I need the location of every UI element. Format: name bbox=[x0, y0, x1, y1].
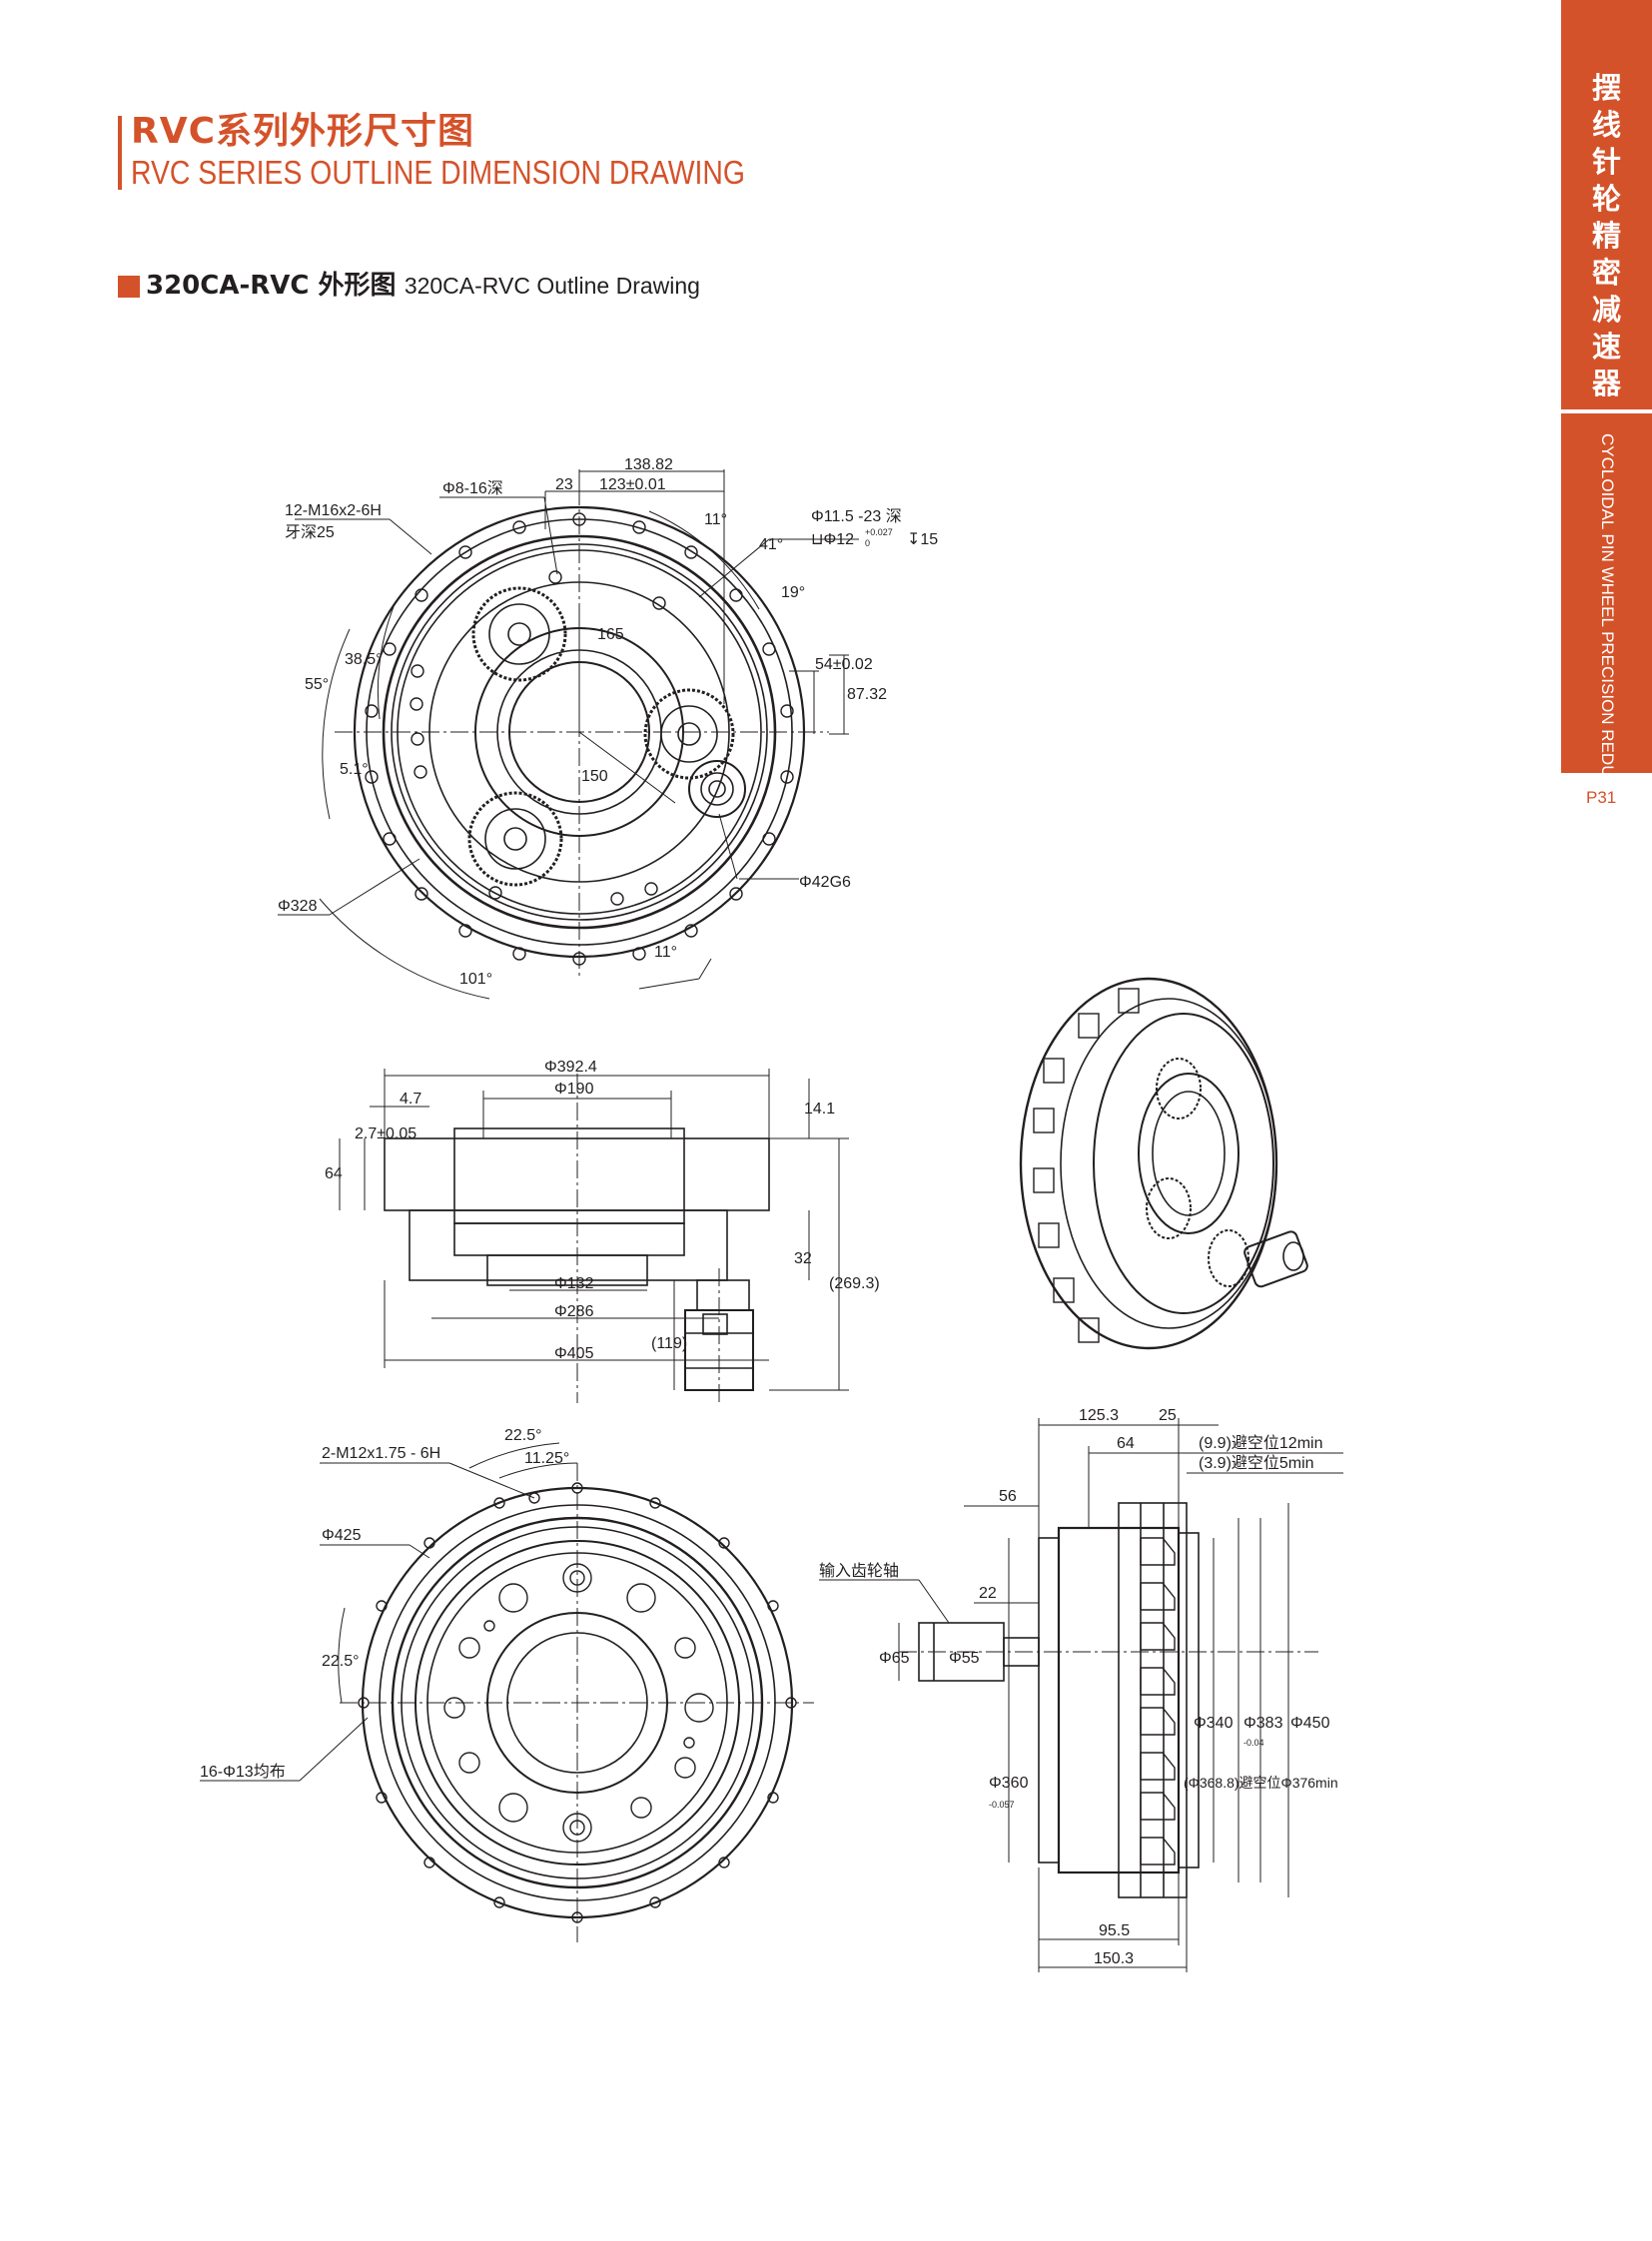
dim-phi383-tol: -0.04 bbox=[1243, 1738, 1264, 1748]
section-view-labels: Φ392.4 Φ190 4.7 2.7±0.05 14.1 64 32 (269… bbox=[325, 1059, 880, 1362]
dim-32: 32 bbox=[794, 1250, 812, 1267]
side-char: 减 bbox=[1591, 293, 1621, 327]
side-tab-bottom bbox=[1561, 413, 1652, 773]
label-hole-8: Φ8-16深 bbox=[442, 479, 503, 497]
dim-125: 125.3 bbox=[1079, 1407, 1119, 1424]
angle-22-5b: 22.5° bbox=[322, 1653, 360, 1670]
label-hole-11-5: Φ11.5 -23 深 bbox=[811, 507, 902, 525]
angle-55: 55° bbox=[305, 676, 329, 693]
rear-view-labels: 2-M12x1.75 - 6H 22.5° 11.25° Φ425 22.5° … bbox=[200, 1427, 569, 1781]
angle-41: 41° bbox=[759, 536, 783, 553]
label-tap-depth: 牙深25 bbox=[285, 523, 335, 541]
angle-11-25: 11.25° bbox=[524, 1450, 569, 1467]
dim-phi65: Φ65 bbox=[879, 1650, 910, 1667]
dim-95-5: 95.5 bbox=[1099, 1922, 1130, 1939]
dim-phi55: Φ55 bbox=[949, 1650, 980, 1667]
dim-phi286: Φ286 bbox=[554, 1303, 594, 1320]
side-char: 速 bbox=[1591, 330, 1621, 364]
drawing-front-view bbox=[278, 469, 859, 1000]
angle-22-5: 22.5° bbox=[504, 1427, 542, 1444]
side-char: 密 bbox=[1591, 256, 1621, 290]
dim-2-7: 2.7±0.05 bbox=[355, 1125, 416, 1142]
side-char: 线 bbox=[1591, 108, 1621, 142]
side-char: 针 bbox=[1591, 145, 1621, 179]
side-tab-top bbox=[1561, 0, 1652, 409]
dim-phi340: Φ340 bbox=[1194, 1715, 1234, 1732]
label-cbore-tol-lo: 0 bbox=[865, 538, 870, 548]
dim-150-3: 150.3 bbox=[1094, 1950, 1134, 1967]
dim-phi383: Φ383 bbox=[1243, 1715, 1283, 1732]
dim-phi132: Φ132 bbox=[554, 1275, 594, 1292]
label-cbore-depth: ↧15 bbox=[907, 531, 938, 548]
label-holes: 16-Φ13均布 bbox=[200, 1763, 286, 1781]
dim-14-1: 14.1 bbox=[804, 1101, 835, 1118]
dim-138: 138.82 bbox=[624, 456, 673, 473]
page-number: P31 bbox=[1586, 788, 1617, 807]
dim-phi360-tol: -0.057 bbox=[989, 1800, 1015, 1810]
angle-5: 5.1° bbox=[340, 761, 369, 778]
dim-23: 23 bbox=[555, 476, 573, 493]
subtitle-marker bbox=[118, 276, 140, 298]
subtitle-cn: 320CA-RVC 外形图 bbox=[146, 271, 397, 301]
drawing-rear-view bbox=[200, 1442, 814, 1942]
angle-38: 38.5° bbox=[345, 651, 383, 668]
dim-phi190: Φ190 bbox=[554, 1081, 594, 1098]
dim-22: 22 bbox=[979, 1585, 997, 1602]
side-view-labels: 125.3 25 64 (9.9)避空位12min (3.9)避空位5min 5… bbox=[819, 1407, 1338, 1967]
side-char: 摆 bbox=[1591, 71, 1621, 105]
dim-165: 165 bbox=[597, 626, 624, 643]
front-view-labels: 138.82 23 123±0.01 Φ8-16深 12-M16x2-6H 牙深… bbox=[278, 456, 938, 988]
side-char: 轮 bbox=[1591, 182, 1621, 216]
dim-phi42: Φ42G6 bbox=[799, 874, 851, 891]
label-cbore: ⊔Φ12 bbox=[811, 531, 854, 548]
dim-64b: 64 bbox=[1117, 1435, 1135, 1452]
isometric-render bbox=[1019, 977, 1308, 1350]
dim-269: (269.3) bbox=[829, 1275, 880, 1292]
page-title-cn: RVC系列外形尺寸图 bbox=[131, 111, 475, 152]
dim-87: 87.32 bbox=[847, 686, 887, 703]
angle-19: 19° bbox=[781, 584, 805, 601]
side-tab-cn: 摆 线 针 轮 精 密 减 速 器 bbox=[1561, 70, 1652, 402]
drawing-side-view bbox=[819, 1418, 1343, 1972]
label-relief-5: (3.9)避空位5min bbox=[1199, 1454, 1314, 1472]
angle-11b: 11° bbox=[654, 944, 677, 961]
dim-25: 25 bbox=[1159, 1407, 1177, 1424]
dim-119: (119) bbox=[651, 1335, 687, 1352]
dim-phi392: Φ392.4 bbox=[544, 1059, 597, 1076]
dim-phi360: Φ360 bbox=[989, 1775, 1029, 1792]
dim-56: 56 bbox=[999, 1488, 1017, 1505]
title-accent-bar bbox=[118, 116, 122, 190]
dim-phi405: Φ405 bbox=[554, 1345, 594, 1362]
dim-64: 64 bbox=[325, 1165, 343, 1182]
drawing-section-view bbox=[339, 1069, 849, 1403]
dim-123: 123±0.01 bbox=[599, 476, 666, 493]
label-cbore-tol-up: +0.027 bbox=[865, 527, 893, 537]
label-relief-12: (9.9)避空位12min bbox=[1199, 1434, 1322, 1452]
page-title-en: RVC SERIES OUTLINE DIMENSION DRAWING bbox=[131, 154, 745, 191]
label-tap-12: 12-M16x2-6H bbox=[285, 502, 382, 519]
dim-phi450: Φ450 bbox=[1290, 1715, 1330, 1732]
side-char: 器 bbox=[1591, 367, 1621, 400]
dim-phi425: Φ425 bbox=[322, 1527, 362, 1544]
side-char: 精 bbox=[1591, 219, 1621, 253]
dim-phi368: (Φ368.8)避空位Φ376min bbox=[1184, 1775, 1338, 1791]
label-tap-m12: 2-M12x1.75 - 6H bbox=[322, 1445, 440, 1462]
dim-54: 54±0.02 bbox=[815, 656, 873, 673]
label-input-gear: 输入齿轮轴 bbox=[819, 1562, 899, 1580]
dim-phi328: Φ328 bbox=[278, 898, 318, 915]
dim-150: 150 bbox=[581, 768, 608, 785]
subtitle-en: 320CA-RVC Outline Drawing bbox=[404, 273, 700, 299]
dim-4-7: 4.7 bbox=[400, 1091, 421, 1108]
angle-101: 101° bbox=[459, 971, 492, 988]
subtitle: 320CA-RVC 外形图 320CA-RVC Outline Drawing bbox=[146, 273, 700, 299]
angle-11: 11° bbox=[704, 511, 727, 528]
